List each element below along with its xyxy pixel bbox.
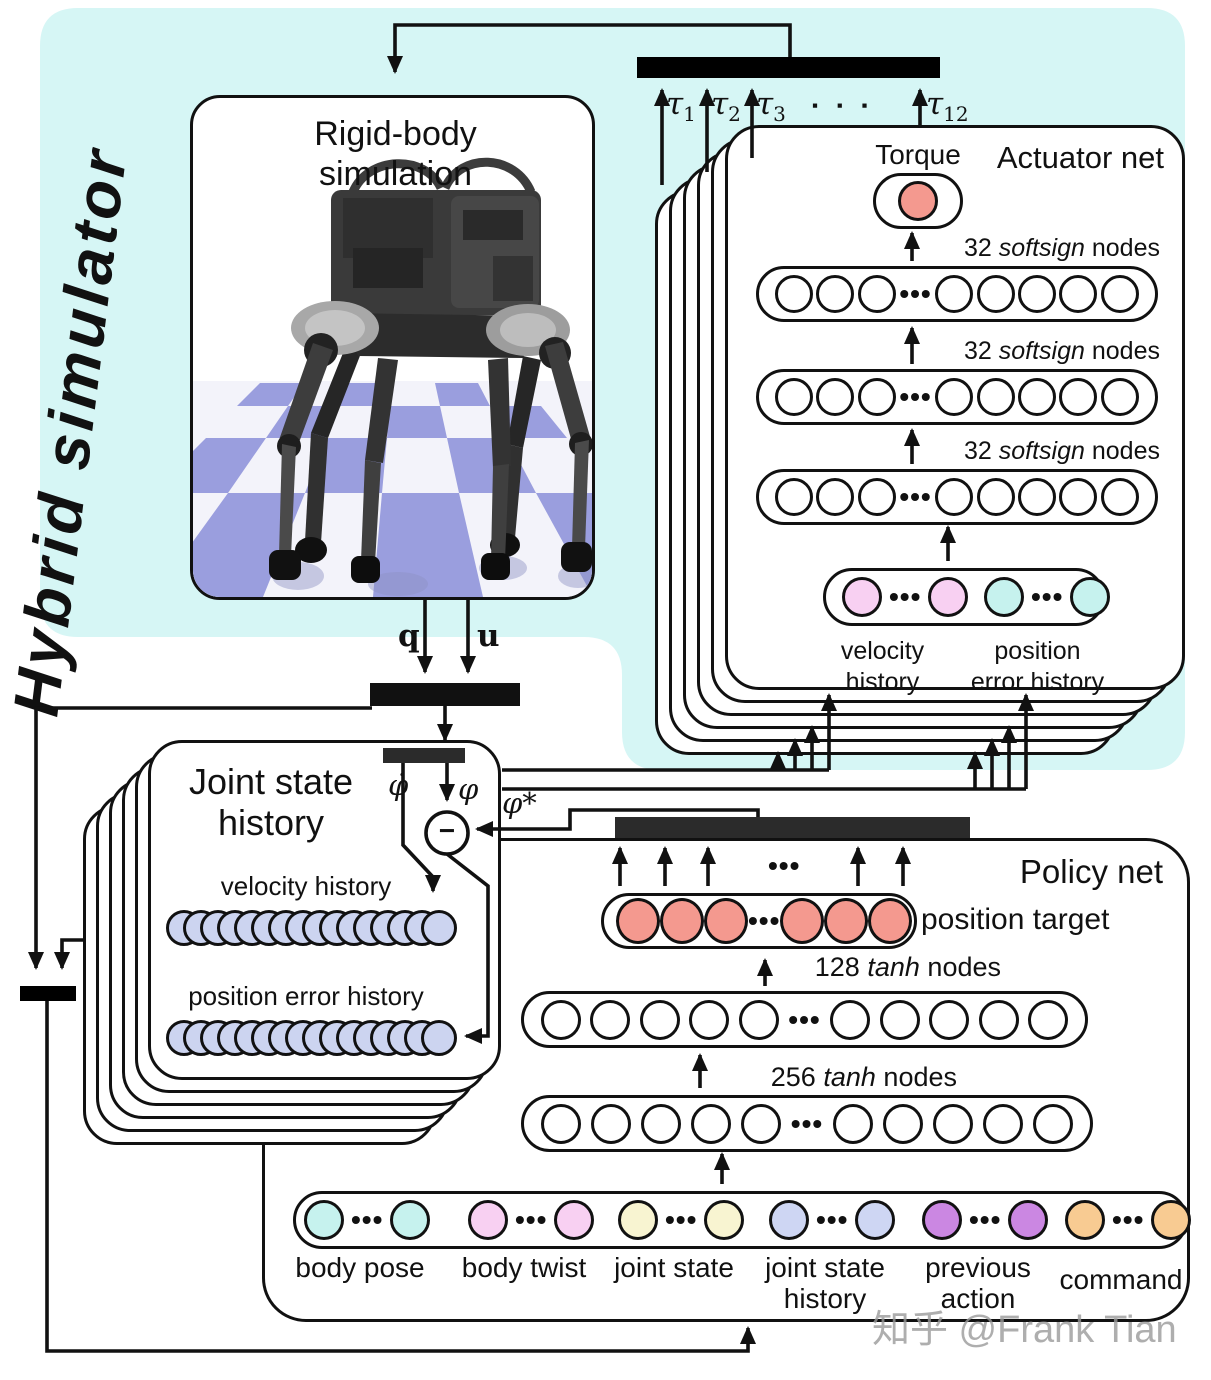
torque-label: Torque — [875, 139, 961, 170]
softsign-layer-label-2: 32 softsign nodes — [963, 337, 1160, 365]
actuator-input-pill: ••• ••• — [823, 568, 1111, 626]
softsign-layer-2: ••• — [756, 369, 1158, 425]
tanh-256-label: 256 tanh nodes — [770, 1062, 957, 1092]
position-error-history-label: position error history — [188, 981, 424, 1011]
tau3-label: τ3 — [756, 86, 786, 127]
position-target-label: position target — [921, 903, 1110, 936]
actuator-net-box: Actuator net Torque 32 softsign nodes 32… — [725, 125, 1185, 696]
torque-pill — [873, 173, 963, 229]
robot-body — [269, 157, 592, 583]
policy-net-title: Policy net — [1019, 853, 1163, 890]
q-label: q — [398, 618, 420, 654]
tanh-128-layer: ••• — [521, 991, 1088, 1048]
position-error-history-nodes: ••• — [984, 577, 1111, 617]
velocity-history-nodes: ••• — [842, 577, 969, 617]
torque-node — [898, 181, 938, 221]
tau2-label: τ2 — [711, 86, 741, 127]
position-target-layer: ••• — [601, 893, 917, 949]
u-label: u — [477, 618, 500, 654]
softsign-layer-label-1: 32 softsign nodes — [963, 234, 1160, 262]
body-twist-nodes: ••• — [468, 1200, 595, 1240]
joint-state-nodes: ••• — [618, 1200, 745, 1240]
phi-dot-label: φ̇ — [388, 768, 409, 802]
watermark: 知乎 @Frank Tian — [872, 1309, 1177, 1351]
body-pose-label: body pose — [295, 1252, 425, 1283]
softsign-layer-label-3: 32 softsign nodes — [963, 437, 1160, 465]
joint-state-label: joint state — [614, 1252, 734, 1283]
policy-bar-ellipsis: ••• — [768, 850, 801, 881]
policy-input-layer: ••• ••• ••• ••• ••• ••• — [293, 1191, 1192, 1249]
robot-image — [193, 157, 592, 597]
ellipsis: ••• — [899, 278, 932, 309]
tau1-label: τ1 — [666, 86, 696, 127]
joint-state-history-nodes: ••• — [769, 1200, 896, 1240]
joint-state-history-label: joint state history — [765, 1252, 885, 1314]
softsign-layer-3: ••• — [756, 469, 1158, 525]
phi-label: φ — [458, 772, 479, 806]
tanh-256-layer: ••• — [521, 1095, 1093, 1152]
command-nodes: ••• — [1065, 1200, 1192, 1240]
body-pose-nodes: ••• — [304, 1200, 431, 1240]
minus-sign: − — [438, 815, 456, 846]
actuator-net-title: Actuator net — [996, 140, 1164, 175]
velocity-history-label: velocity history — [220, 871, 392, 901]
previous-action-nodes: ••• — [922, 1200, 1049, 1240]
position-error-history-row — [166, 1020, 457, 1056]
tau12-label: τ12 — [926, 86, 969, 127]
command-label: command — [1059, 1264, 1183, 1295]
previous-action-label: previous action — [925, 1252, 1031, 1314]
phi-star-label: φ* — [502, 786, 537, 820]
body-twist-label: body twist — [461, 1252, 587, 1283]
velocity-history-row — [166, 910, 457, 946]
softsign-layer-1: ••• — [756, 266, 1158, 322]
tau-ellipsis: ▪ ▪ ▪ — [812, 96, 875, 115]
tanh-128-label: 128 tanh nodes — [814, 952, 1001, 982]
